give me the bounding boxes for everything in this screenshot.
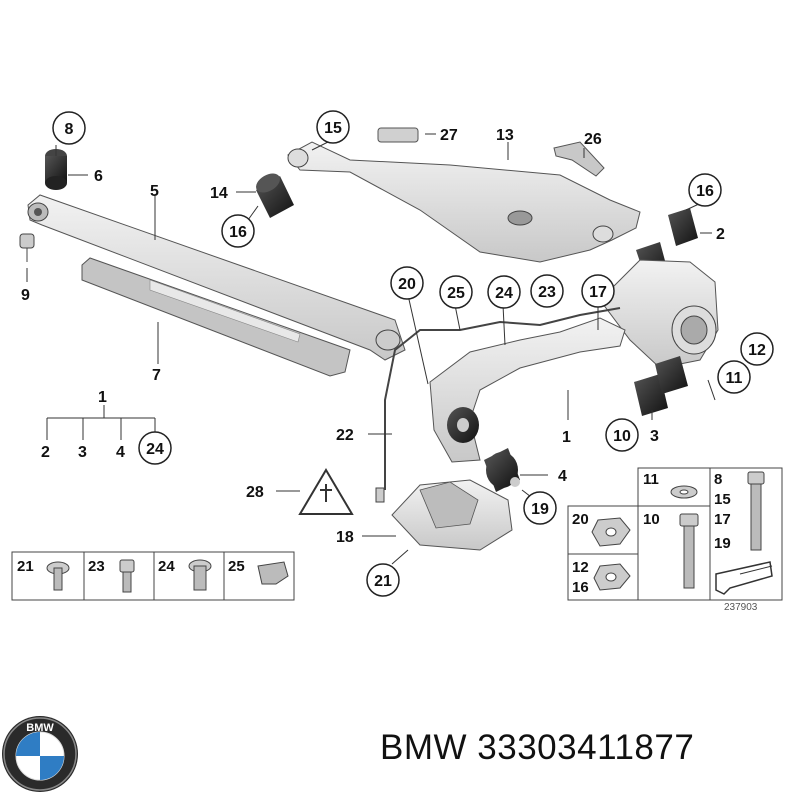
arrow-direction-icon: [715, 561, 773, 595]
callout-18: 18: [336, 529, 354, 546]
svg-text:15: 15: [324, 120, 342, 137]
warning-triangle-icon: [298, 468, 385, 515]
callout-9: 9: [21, 287, 30, 304]
svg-text:12: 12: [572, 559, 589, 576]
callout-26: 26: [584, 131, 602, 148]
svg-text:24: 24: [146, 441, 164, 458]
bushing-14-illustration: [256, 173, 294, 218]
bushing-4-illustration: [484, 448, 520, 492]
svg-text:10: 10: [643, 511, 660, 528]
callout-17: 17: [581, 274, 615, 308]
svg-text:17: 17: [589, 284, 607, 301]
callout-21: 21: [366, 563, 400, 597]
svg-text:BMW: BMW: [26, 722, 54, 734]
callout-25: 25: [439, 275, 473, 309]
wheel-carrier-illustration: [599, 259, 719, 369]
callout-20: 20: [390, 266, 424, 300]
bmw-logo: BMW: [2, 716, 78, 792]
callout-5: 5: [150, 183, 159, 200]
svg-text:19: 19: [531, 501, 549, 518]
bracket-27-illustration: [377, 127, 419, 143]
svg-text:21: 21: [17, 558, 34, 575]
wishbone-13-illustration: [287, 141, 641, 263]
control-arm-1-illustration: [429, 317, 626, 463]
svg-text:17: 17: [714, 511, 731, 528]
svg-text:16: 16: [572, 579, 589, 596]
callout-24: 24: [487, 275, 521, 309]
leader-lines: [26, 133, 716, 565]
callout-13: 13: [496, 127, 514, 144]
clip-25-icon: [257, 561, 289, 585]
svg-text:21: 21: [374, 573, 392, 590]
brand-name: BMW: [380, 728, 468, 767]
callout-7: 7: [152, 367, 161, 384]
svg-text:25: 25: [228, 558, 245, 575]
svg-text:16: 16: [229, 224, 247, 241]
svg-text:8: 8: [65, 121, 74, 138]
drawing-number: 237903: [724, 602, 758, 613]
callout-16-left: 16: [221, 214, 255, 248]
callout-3: 3: [650, 428, 659, 445]
svg-text:10: 10: [613, 428, 631, 445]
bracket-26-illustration: [553, 141, 605, 177]
screw-23-icon: [119, 559, 135, 593]
svg-text:3: 3: [78, 444, 87, 461]
svg-text:25: 25: [447, 285, 465, 302]
callout-16-right: 16: [688, 173, 722, 207]
bolt-8-icon: [747, 471, 765, 551]
svg-text:11: 11: [643, 471, 659, 488]
callout-2: 2: [716, 226, 725, 243]
callout-27: 27: [440, 127, 458, 144]
fastener-strip: 21 23 24 25: [11, 551, 295, 601]
callout-8: 8: [52, 111, 86, 145]
svg-text:4: 4: [116, 444, 125, 461]
svg-text:24: 24: [495, 285, 513, 302]
bushing-9-illustration: [19, 233, 35, 262]
callout-28: 28: [246, 484, 264, 501]
bolt-10-icon: [679, 513, 699, 589]
callout-11: 11: [717, 360, 751, 394]
svg-text:11: 11: [726, 370, 743, 387]
brand-part-number: BMW 33303411877: [380, 728, 790, 778]
part-number: 33303411877: [477, 728, 695, 767]
svg-text:20: 20: [572, 511, 589, 528]
bushing-3-illustration: [634, 356, 688, 416]
screw-24-icon: [188, 559, 212, 591]
callout-14: 14: [210, 185, 228, 202]
svg-text:1: 1: [98, 389, 107, 406]
svg-text:23: 23: [88, 558, 105, 575]
svg-text:15: 15: [714, 491, 731, 508]
callout-22: 22: [336, 427, 354, 444]
nut-12-icon: [593, 563, 631, 591]
callout-1: 1: [562, 429, 571, 446]
washer-11-icon: [670, 485, 698, 499]
nut-20-icon: [591, 517, 631, 547]
svg-text:24: 24: [158, 558, 175, 575]
cover-plate-7-illustration: [81, 257, 351, 377]
callout-23: 23: [530, 274, 564, 308]
svg-text:23: 23: [538, 284, 556, 301]
svg-text:19: 19: [714, 535, 731, 552]
svg-text:16: 16: [696, 183, 714, 200]
callout-12: 12: [740, 332, 774, 366]
callout-15: 15: [316, 110, 350, 144]
screw-21-icon: [46, 561, 70, 591]
fastener-grid: 11 8 15 17 19 20 10 12 16: [567, 467, 783, 601]
mount-18-illustration: [391, 479, 513, 551]
callout-4: 4: [558, 468, 567, 485]
svg-text:8: 8: [714, 471, 722, 488]
control-arm-5-illustration: [27, 194, 406, 361]
callout-19: 19: [523, 491, 557, 525]
assembly-tree: 1 2 3 4 24: [41, 389, 172, 465]
svg-text:12: 12: [748, 342, 766, 359]
callout-6: 6: [94, 168, 103, 185]
svg-text:2: 2: [41, 444, 50, 461]
svg-text:20: 20: [398, 276, 416, 293]
callout-10: 10: [605, 418, 639, 452]
